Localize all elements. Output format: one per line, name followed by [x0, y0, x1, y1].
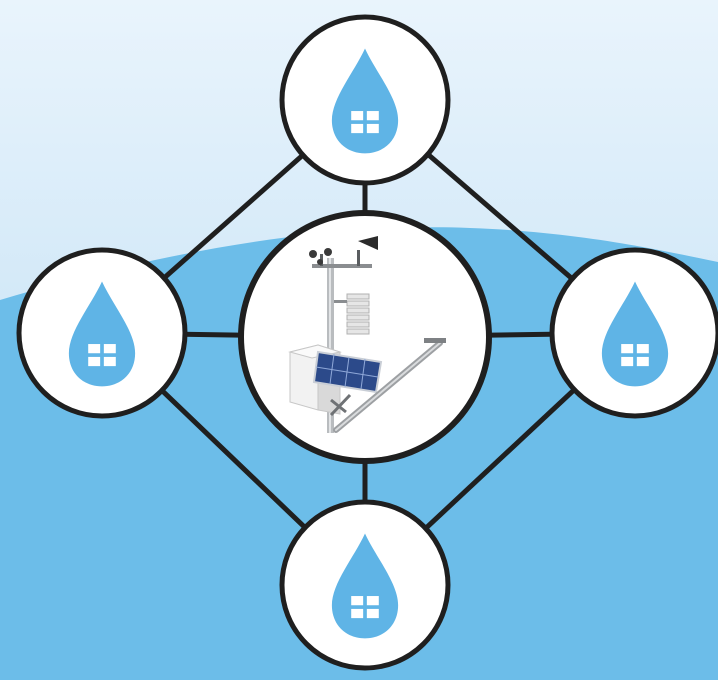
weather-station-node [238, 210, 492, 464]
weather-station-icon [288, 236, 446, 433]
node-top [279, 14, 451, 186]
node-group [16, 14, 718, 671]
center-circle [238, 210, 492, 464]
node-left [16, 247, 188, 419]
node-bottom [279, 499, 451, 671]
node-right [549, 247, 718, 419]
